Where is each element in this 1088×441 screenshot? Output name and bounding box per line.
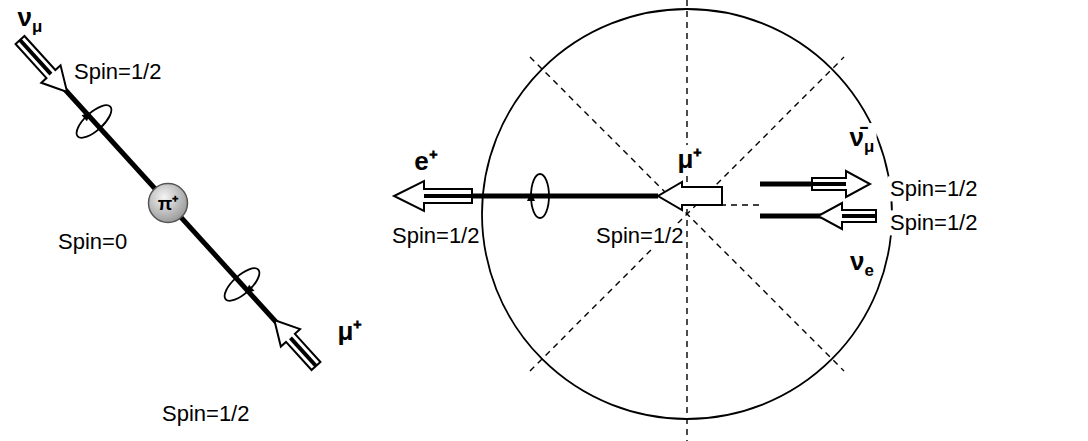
rotation-ellipse	[220, 263, 265, 306]
spin-label: Spin=0	[56, 229, 129, 254]
particle-label: π⁺	[158, 190, 179, 216]
spin-label: Spin=1/2	[594, 223, 685, 248]
symbol-base: ν̄	[850, 122, 864, 152]
spin-arrow	[394, 181, 472, 211]
symbol-subscript: μ	[32, 17, 42, 36]
momentum-line	[760, 182, 818, 187]
symbol-base: ν	[850, 246, 864, 276]
dashed-axis	[686, 0, 687, 441]
spin-arrow	[812, 171, 870, 197]
dashed-axes	[530, 0, 844, 441]
rotation-arrowhead	[527, 192, 535, 201]
spin-arrow	[818, 203, 876, 229]
momentum-line	[470, 194, 658, 199]
spin-arrow	[265, 311, 326, 374]
particle-label: ν̄μ	[848, 123, 877, 153]
rotation-ellipse	[72, 100, 117, 143]
particle-label: νμ	[16, 3, 45, 33]
hollow-arrow	[394, 181, 472, 211]
arrow-core	[842, 214, 876, 218]
spin-label: Spin=1/2	[888, 210, 979, 235]
rotation-symbol	[527, 174, 549, 218]
particle-label: νe	[848, 247, 876, 277]
particle-circle: π⁺	[147, 182, 189, 224]
dashed-axis	[530, 57, 844, 371]
dashed-axis	[530, 57, 844, 371]
spin-label: Spin=1/2	[390, 223, 481, 248]
particle-label: μ⁺	[676, 145, 705, 175]
hollow-arrow	[10, 31, 76, 100]
arrow-core	[424, 194, 472, 198]
spin-label: Spin=1/2	[72, 59, 163, 84]
rotation-arrowhead	[82, 109, 94, 121]
symbol-subscript: e	[865, 261, 874, 280]
particle-disc	[149, 184, 188, 223]
spin-label: Spin=1/2	[160, 401, 251, 426]
symbol-base: ν	[18, 2, 32, 32]
spin-arrow	[658, 182, 722, 210]
rotation-ellipse	[531, 174, 549, 218]
rotation-symbol	[69, 97, 116, 143]
arrow-core	[290, 338, 316, 366]
hollow-arrow	[818, 203, 876, 229]
rotation-arrowhead	[242, 285, 254, 297]
spin-arrow	[10, 31, 76, 100]
particle-label: e⁺	[412, 147, 439, 177]
arrow-core	[812, 182, 846, 186]
hollow-arrow	[812, 171, 870, 197]
particle-label: μ⁺	[336, 317, 365, 347]
hollow-arrow	[658, 182, 722, 210]
hollow-arrow	[265, 311, 326, 374]
rotation-symbol	[220, 263, 267, 309]
spin-label: Spin=1/2	[888, 176, 979, 201]
symbol-subscript: μ	[864, 137, 874, 156]
arrow-core	[20, 40, 51, 74]
